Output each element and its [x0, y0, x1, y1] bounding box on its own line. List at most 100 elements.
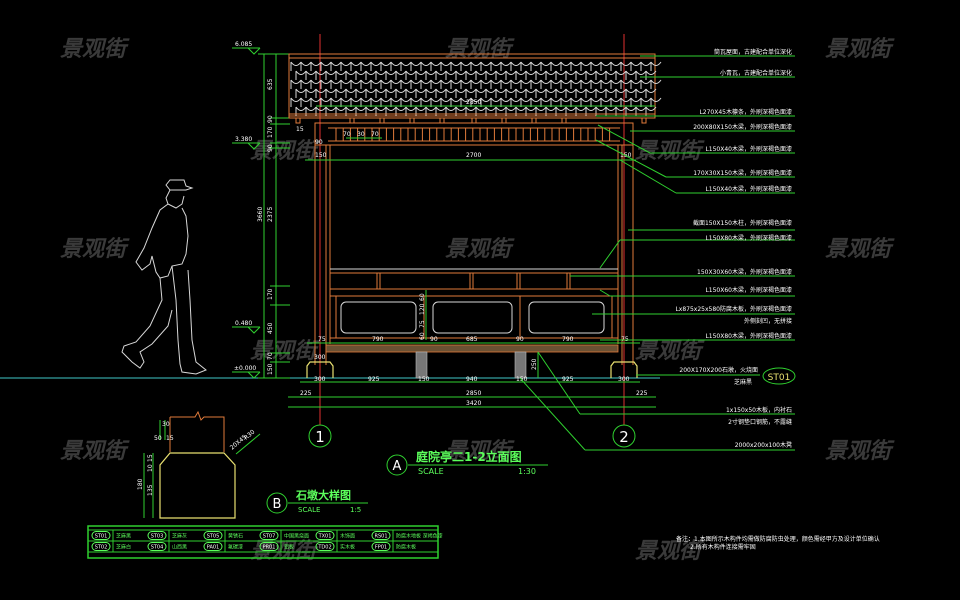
notes-line-2: 2.所有木构件连接需牢固: [690, 543, 756, 551]
elevation-ground: ±0.000: [234, 365, 256, 372]
dim-post-gap: 90: [315, 139, 323, 146]
watermark: 景观街: [825, 37, 895, 62]
notes-line-1: 备注：1.本图所示木构件均需做防腐防虫处理，颜色需经甲方及设计单位确认: [676, 535, 880, 543]
dim-d: 170: [267, 288, 274, 300]
roof-tiles: 2850: [288, 53, 662, 117]
stone-piers: 300 250: [306, 351, 638, 379]
detail-b-top-width: 30: [162, 421, 170, 428]
roof-tile-row: [295, 70, 657, 75]
legend-code: ST01: [95, 534, 108, 540]
dim-overall: 3420: [466, 400, 481, 407]
notes: 备注：1.本图所示木构件均需做防腐防虫处理，颜色需经甲方及设计单位确认 2.所有…: [676, 535, 880, 551]
title-a-scale-label: SCALE: [418, 467, 444, 476]
callout-text: L150X60木梁，外刷深褐色面漆: [705, 286, 792, 294]
dim-rail-b: 30: [357, 131, 365, 138]
callout-text: 外侧刻凹，无拼接: [744, 317, 792, 325]
title-b-text: 石墩大样图: [295, 488, 351, 502]
callout-tag-label: ST01: [768, 373, 791, 383]
legend-label: 山西黑: [172, 544, 187, 551]
axis-bubble-2[interactable]: 2: [612, 424, 636, 448]
legend-code: ST02: [95, 545, 108, 551]
legend-code: FP01: [375, 545, 387, 551]
legend-cell: ST02 芝麻白: [91, 530, 131, 552]
dim-outer-total: 3660: [257, 207, 264, 222]
watermark: 景观街: [60, 237, 130, 262]
roof-tile-row: [295, 88, 657, 93]
roof-tile-row: [290, 79, 662, 84]
callouts: 筒瓦屋面，古建配合单位深化 小青瓦，古建配合单位深化 L270X45木檩条，外刷…: [675, 48, 792, 449]
title-a-letter: A: [393, 459, 402, 474]
legend-code: TX01: [318, 534, 332, 540]
dim-axis-total: 2850: [466, 390, 481, 397]
legend-code: TD02: [317, 545, 331, 551]
legend-label: 芝麻灰: [172, 533, 187, 540]
dim-pier-gap: 250: [531, 358, 538, 370]
callout-text: 2000x200x100木凳: [735, 441, 792, 449]
legend-code: RS01: [374, 534, 387, 540]
legend-label: 芝麻白: [116, 544, 131, 551]
legend-code-badge: [259, 542, 279, 551]
legend-code-badge: [371, 542, 391, 551]
dim-rail-a: 70: [343, 131, 351, 138]
dim-pier-label: 300: [314, 354, 326, 361]
detail-b-chamfer-a: 10: [147, 464, 154, 472]
watermarks: 景观街 景观街 景观街 景观街 景观街 景观街 景观街 景观街 景观街 景观街 …: [60, 37, 895, 564]
legend-label: 铝板: [284, 544, 294, 551]
callout-text: L270X45木檩条，外刷深褐色面漆: [699, 108, 792, 116]
dim-panel-right: 790: [562, 336, 574, 343]
dim-vert-a: 60: [419, 293, 426, 301]
dim-gap-left: 75: [318, 336, 326, 343]
callout-text: 1x150x50木板，内衬石: [726, 406, 792, 414]
legend-cell: ST04 山西黑: [147, 530, 187, 552]
legend-label: 木饰面: [340, 533, 355, 540]
dim-roof-width: 2850: [466, 99, 481, 106]
legend-label: 芝麻黑: [116, 533, 131, 540]
legend-code: ST04: [151, 545, 164, 551]
dim-vert-d: 60: [419, 332, 426, 340]
dim-a: 90: [267, 115, 274, 123]
legend-code: ST03: [151, 534, 164, 540]
callout-text: L150X80木梁，外刷深褐色面漆: [705, 234, 792, 242]
callout-tag-st01[interactable]: ST01: [762, 367, 796, 385]
axis-label-1: 1: [315, 428, 325, 446]
dim-base-left: 300: [314, 376, 326, 383]
dim-panel-left: 790: [372, 336, 384, 343]
dim-f: 150: [267, 363, 274, 375]
dim-outer-right: 225: [636, 390, 648, 397]
axis-bubble-1[interactable]: 1: [308, 424, 332, 448]
dim-vert-c: 75: [419, 320, 426, 328]
callout-text: 截面150X150木柱，外刷深褐色面漆: [693, 219, 792, 227]
dim-beam-span: 2700: [466, 152, 481, 159]
detail-b-side-a: 50: [154, 435, 162, 442]
detail-b-total-height: 180: [137, 478, 144, 490]
left-dimension-chain: 635 90 170 90 3660 2375 170 450 70 150: [257, 53, 290, 379]
leader-lines: [519, 55, 795, 451]
axis-label-2: 2: [619, 428, 629, 446]
callout-text: L150X40木梁，外刷深褐色面漆: [705, 185, 792, 193]
title-a-text: 庭院亭二1-2立面图: [416, 449, 522, 464]
pavilion-frame: [314, 122, 634, 365]
floor-slab: [325, 344, 619, 353]
legend-code: ST07: [263, 534, 276, 540]
callout-text: 150X30X60木梁，外刷深褐色面漆: [697, 268, 792, 276]
dim-span-b: 925: [562, 376, 574, 383]
legend-code-badge: [203, 542, 223, 551]
legend-code-badge: [147, 531, 167, 540]
legend-label: 中国黑烧面: [284, 533, 309, 540]
dim-b: 170: [267, 126, 274, 138]
legend-label: 防腐木板: [396, 544, 416, 551]
title-block-a: A 庭院亭二1-2立面图 SCALE 1:30: [386, 449, 548, 476]
callout-text: L150X40木梁，外刷深褐色面漆: [705, 145, 792, 153]
legend-code: PA01: [207, 545, 219, 551]
human-scale-figure: [121, 179, 207, 375]
dim-seat: 450: [267, 322, 274, 334]
legend-cell: FP01 防腐木板: [371, 530, 416, 552]
callout-text: 小青瓦，古建配合单位深化: [720, 69, 792, 77]
dim-rail-c: 70: [371, 131, 379, 138]
legend-label: 实木板: [340, 544, 355, 551]
callout-text: L150X80木梁，外刷深褐色面漆: [705, 332, 792, 340]
dim-c: 90: [267, 144, 274, 152]
